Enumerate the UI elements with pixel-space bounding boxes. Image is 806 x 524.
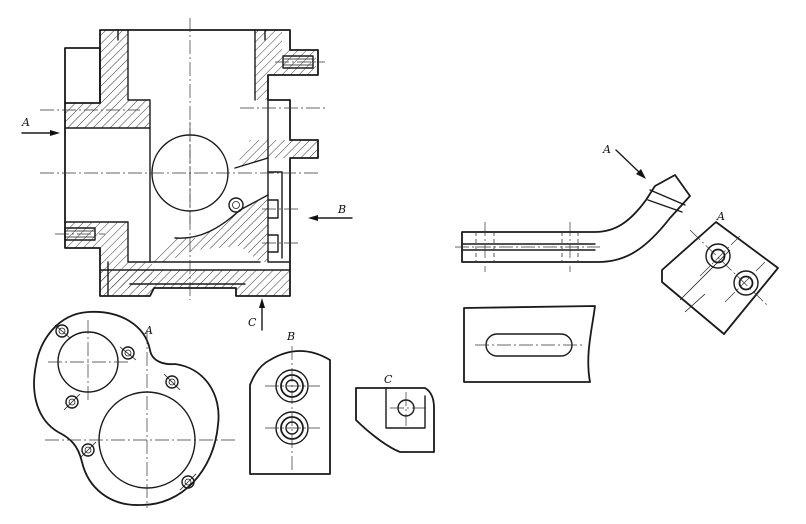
bolt-hole (181, 475, 195, 489)
label-view-a-bracket: A (716, 210, 725, 223)
inner-cavity (64, 29, 256, 263)
bracket-hole-upper (705, 243, 731, 269)
right-wall-inner (267, 99, 291, 263)
label-view-c: C (384, 373, 393, 386)
label-bracket-arrow-a: A (602, 143, 611, 156)
label-section-b: B (337, 203, 346, 216)
bolt-hole (165, 375, 179, 389)
view-c: C (355, 373, 435, 453)
view-b: B (249, 330, 331, 478)
flange-view-a: A (33, 311, 235, 508)
slot-plate-view (463, 305, 596, 383)
slot-plate-outline (463, 305, 596, 383)
label-view-a-flange: A (144, 324, 153, 337)
bolt-hole (81, 443, 95, 457)
left-boss (64, 47, 101, 104)
bent-bracket-view: A (455, 143, 691, 272)
label-section-a: A (21, 116, 30, 129)
bottom-flange-line (99, 261, 291, 271)
bracket-hole-lower (733, 270, 759, 296)
bracket-face-view-a: A (661, 210, 779, 335)
bolt-hole (65, 395, 79, 409)
hatch-bottom-flange (100, 270, 290, 296)
bracket-face-outline (661, 221, 779, 335)
bolt-hole (121, 346, 135, 360)
bolt-hole (55, 324, 69, 338)
label-view-b: B (286, 330, 295, 343)
view-b-outline (249, 350, 331, 475)
label-section-c: C (248, 316, 257, 329)
screw-hole (228, 197, 244, 213)
housing-section-view: A B C (21, 18, 353, 331)
hatch-left-top-wall (65, 30, 150, 128)
view-c-outline (355, 387, 435, 453)
bracket-outline (461, 174, 691, 263)
flange-outline (33, 311, 220, 506)
